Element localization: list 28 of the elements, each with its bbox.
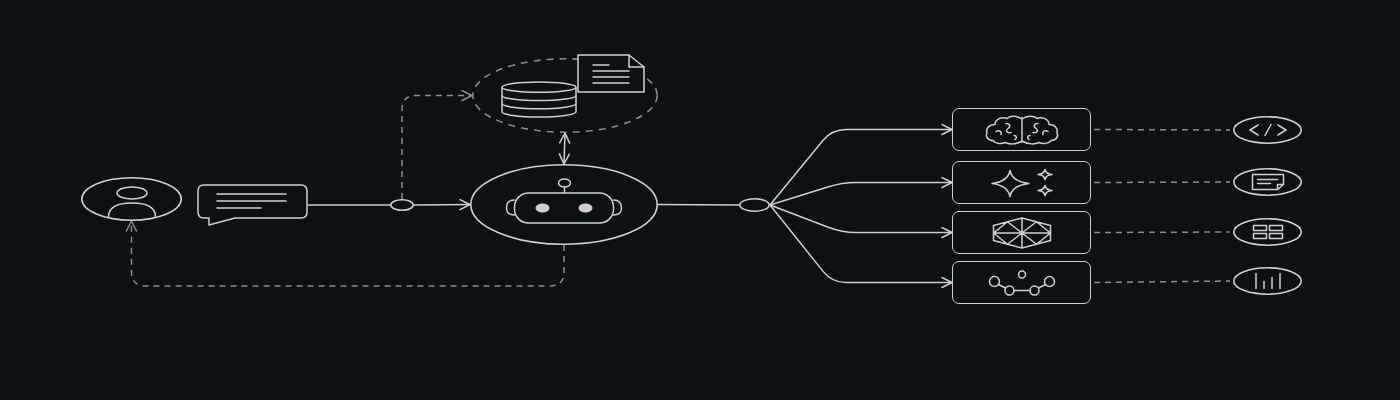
database-icon [501,81,577,118]
dashed-connector-line [1093,231,1231,234]
outline-circle [1233,168,1302,196]
rounded-card [952,211,1091,254]
double-arrow [558,132,571,165]
dashed-arrow [401,89,473,200]
rounded-card [952,108,1091,151]
chat-bubble-icon [197,184,308,226]
arrow [413,198,471,211]
dashed-arrow [125,220,565,287]
arrow [769,176,953,206]
rounded-card [952,261,1091,304]
dashed-connector-line [1093,280,1231,284]
rounded-card [952,161,1091,204]
outline-circle [1233,218,1302,246]
dashed-connector-line [1093,181,1231,184]
junction-ring [390,199,414,211]
outline-circle [1233,116,1302,144]
connector-line [307,204,391,206]
junction-ring [739,198,770,212]
robot-circle [470,164,658,245]
arrow [769,204,953,239]
arrow [769,123,953,206]
avatar-circle [81,177,182,221]
dashed-connector-line [1093,128,1231,131]
connector-line [657,203,740,206]
arrow [769,204,953,289]
outline-circle [1233,267,1302,295]
